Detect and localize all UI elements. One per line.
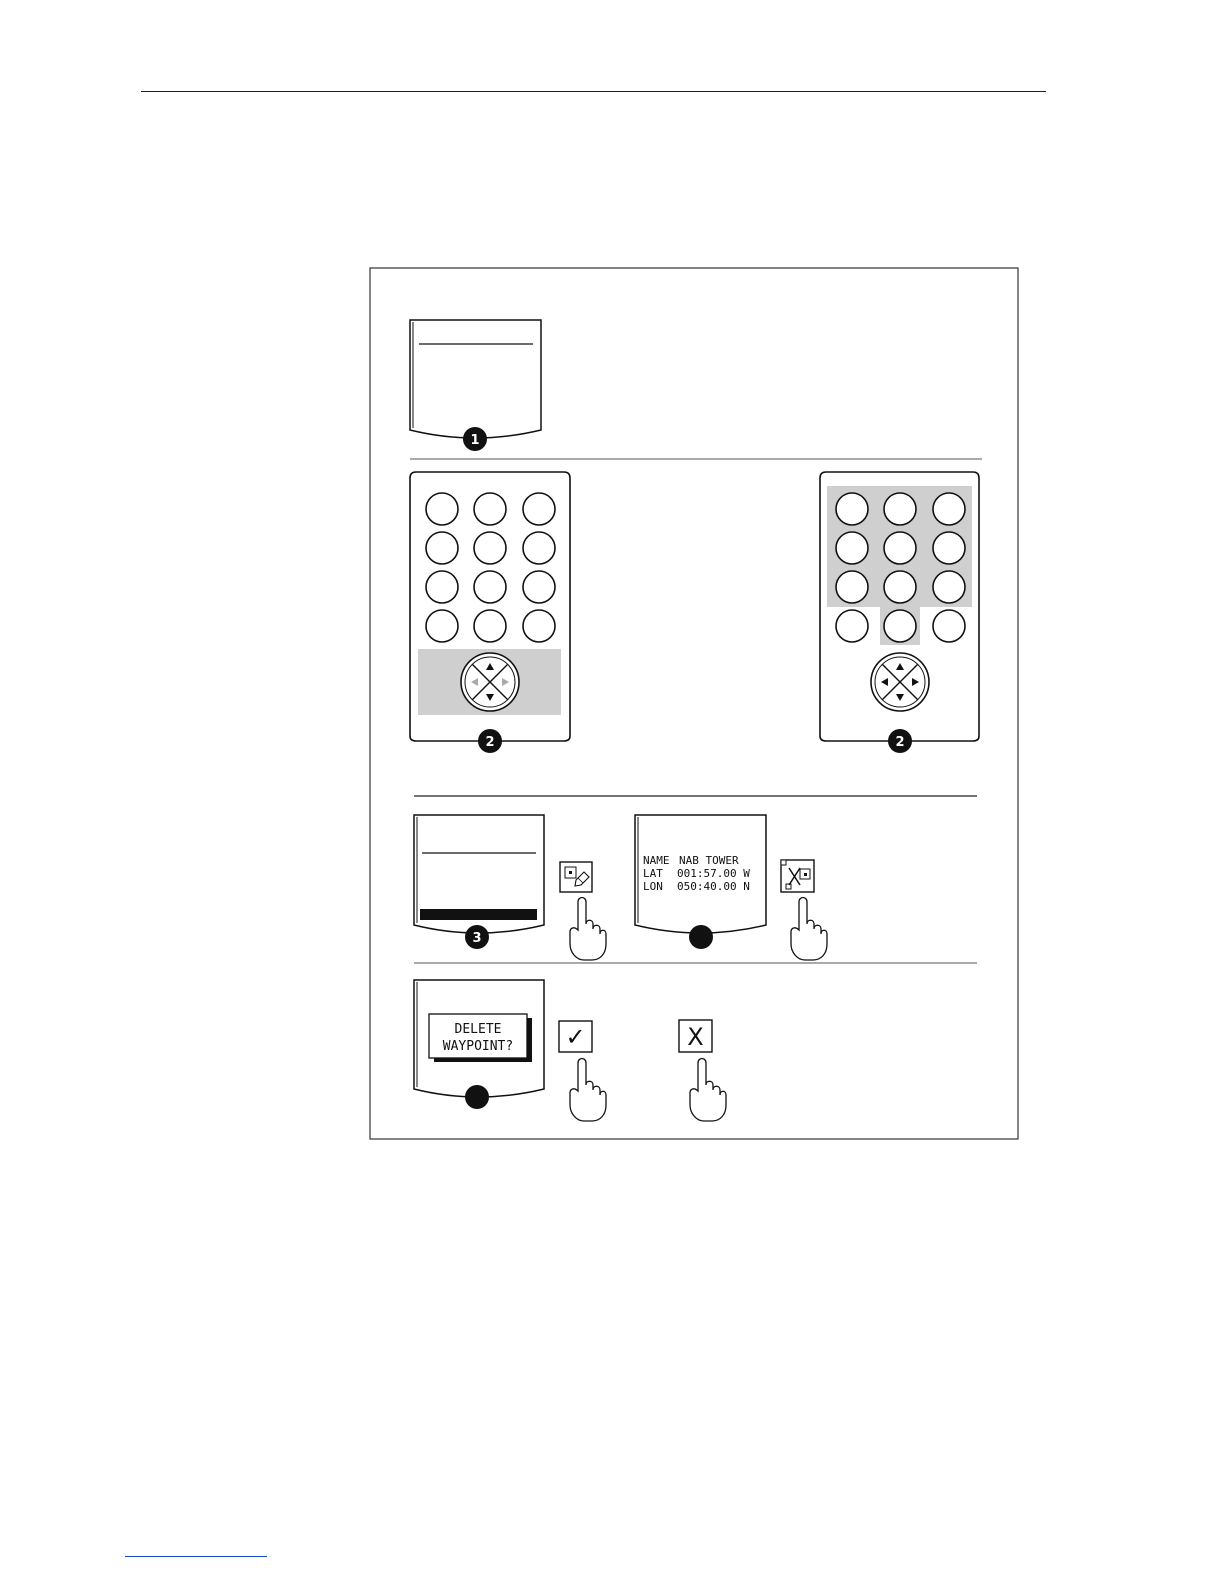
press-hand-icon (570, 1059, 606, 1122)
svg-text:001:57.00 W: 001:57.00 W (677, 867, 750, 880)
keypad-right (820, 472, 979, 741)
svg-text:WAYPOINT?: WAYPOINT? (443, 1039, 513, 1054)
press-hand-icon (791, 898, 827, 961)
waypoint-details-screen: NAME NAB TOWER LAT 001:57.00 W LON 050:4… (635, 815, 766, 933)
svg-text:050:40.00 N: 050:40.00 N (677, 880, 750, 893)
cross-icon: X (687, 1023, 703, 1051)
svg-text:3: 3 (472, 931, 481, 946)
svg-text:DELETE: DELETE (455, 1022, 502, 1037)
display-screen-step3 (414, 815, 544, 933)
callout-step5 (465, 1085, 489, 1109)
svg-text:LAT: LAT (643, 867, 663, 880)
confirm-no-softkey[interactable]: X (679, 1020, 712, 1052)
checkmark-icon: ✓ (565, 1023, 585, 1051)
press-hand-icon (690, 1059, 726, 1122)
delete-waypoint-icon[interactable] (781, 860, 814, 892)
delete-waypoint-dialog: DELETE WAYPOINT? (429, 1014, 532, 1062)
callout-step2-left: 2 (478, 729, 502, 753)
edit-waypoint-icon[interactable] (560, 862, 592, 892)
trackpad-right (871, 653, 929, 711)
trackpad-left (461, 653, 519, 711)
svg-text:2: 2 (485, 735, 494, 750)
svg-text:LON: LON (643, 880, 663, 893)
keypad-left (410, 472, 570, 741)
confirm-yes-softkey[interactable]: ✓ (559, 1021, 592, 1052)
svg-text:2: 2 (895, 735, 904, 750)
callout-step4 (689, 925, 713, 949)
confirm-screen: DELETE WAYPOINT? (414, 980, 544, 1097)
selected-list-bar (420, 909, 537, 920)
display-screen-step1 (410, 320, 541, 438)
press-hand-icon (570, 898, 606, 961)
svg-text:1: 1 (470, 433, 479, 448)
waypoint-row-lon: LON 050:40.00 N (643, 880, 750, 893)
waypoint-row-name: NAME NAB TOWER (643, 854, 739, 867)
svg-text:NAME: NAME (643, 854, 670, 867)
svg-text:NAB TOWER: NAB TOWER (679, 854, 739, 867)
callout-step3: 3 (465, 925, 489, 949)
callout-step1: 1 (463, 427, 487, 451)
waypoint-row-lat: LAT 001:57.00 W (643, 867, 750, 880)
callout-step2-right: 2 (888, 729, 912, 753)
